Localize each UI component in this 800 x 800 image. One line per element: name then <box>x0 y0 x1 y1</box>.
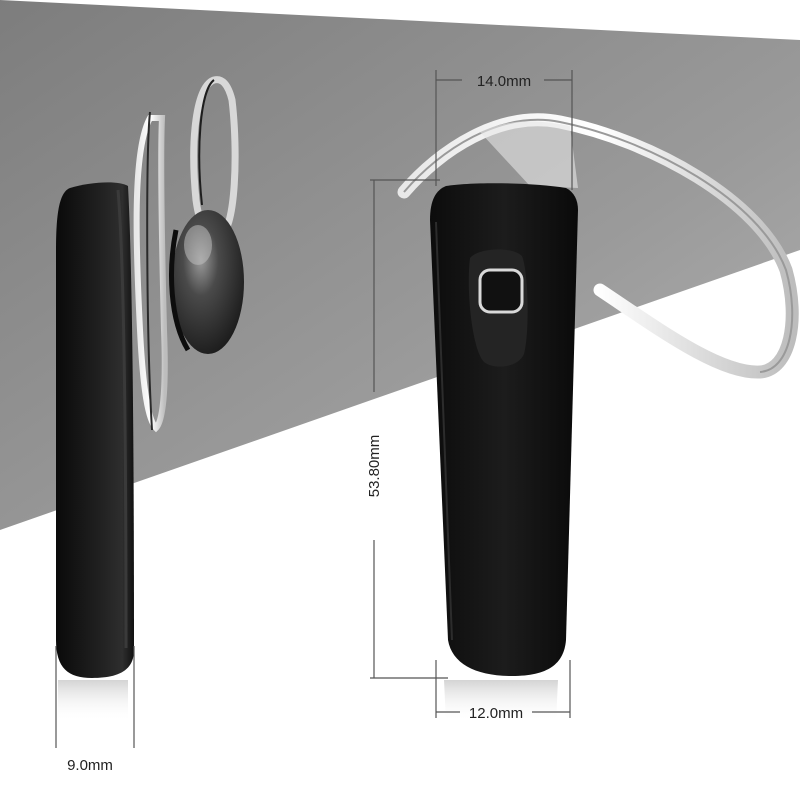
side-reflection <box>58 680 128 722</box>
height-label: 53.80mm <box>366 435 383 498</box>
square-button-icon <box>478 268 524 314</box>
dimension-height <box>370 179 448 679</box>
thickness-label: 9.0mm <box>67 757 113 774</box>
headset-side-view <box>56 76 244 722</box>
width-top-label: 14.0mm <box>477 73 531 90</box>
dimension-thickness <box>55 646 135 748</box>
side-body <box>56 182 134 678</box>
side-ear-loop-outer <box>133 115 168 433</box>
dimension-width-top <box>435 70 573 190</box>
front-reflection <box>444 680 558 722</box>
dimension-width-bottom <box>435 660 571 718</box>
front-body <box>430 183 578 676</box>
width-bottom-label: 12.0mm <box>469 705 523 722</box>
headset-front-view <box>397 113 799 722</box>
